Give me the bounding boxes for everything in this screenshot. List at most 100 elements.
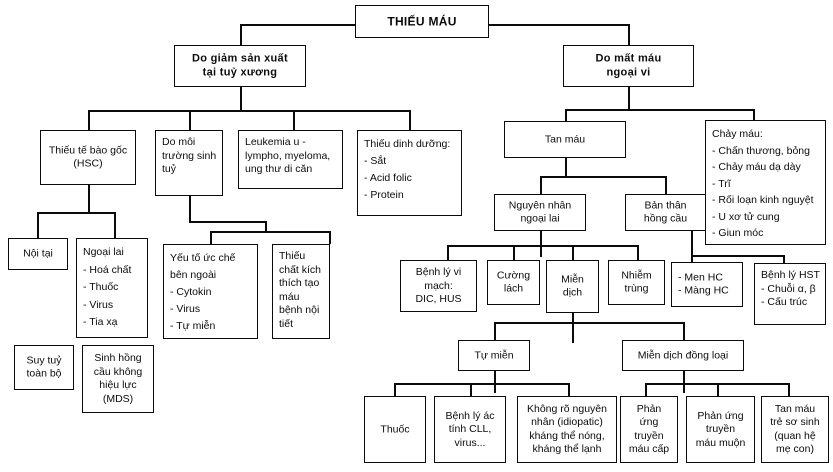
node-environment[interactable]: Do môi trường sinh tuỷ [155, 130, 223, 196]
node-malignancy-label: Bệnh lý ác tính CLL, virus... [445, 409, 495, 449]
node-bleeding[interactable]: Chảy máu: - Chấn thương, bỏng - Chảy máu… [705, 120, 826, 245]
node-microangiopathy[interactable]: Bệnh lý vi mạch: DIC, HUS [400, 260, 477, 312]
connector-rbc-bus [691, 255, 784, 257]
node-autoimmune[interactable]: Tự miễn [458, 340, 530, 371]
node-malnutrition[interactable]: Thiếu dinh dưỡng: - Sắt - Acid folic - P… [357, 130, 462, 216]
connector-extcause-to-micro [447, 245, 449, 261]
node-aplastic[interactable]: Suy tuỷ toàn bộ [14, 345, 74, 390]
connector-marrow-bus [88, 110, 410, 112]
node-leukemia[interactable]: Leukemia u - lympho, myeloma, ung thư di… [238, 130, 343, 189]
node-extrinsic-label: Ngoại lai - Hoá chất - Thuốc - Virus - T… [83, 246, 132, 328]
node-delayed-transfusion[interactable]: Phản ứng truyền máu muộn [686, 396, 755, 463]
connector-extcause-to-immune [572, 245, 574, 261]
node-hsc[interactable]: Thiếu tế bào gốc (HSC) [40, 130, 136, 185]
node-acute-transfusion[interactable]: Phản ứng truyền máu cấp [620, 396, 678, 463]
node-malnutrition-label: Thiếu dinh dưỡng: - Sắt - Acid folic - P… [364, 138, 451, 201]
node-extrinsic-cause[interactable]: Nguyên nhân ngoại lai [494, 194, 586, 231]
connector-rbc-drop [691, 230, 693, 256]
connector-marrow-to-hsc [88, 110, 90, 130]
node-immune[interactable]: Miễn dịch [546, 260, 599, 313]
connector-marrow-to-leukemia [293, 110, 295, 130]
connector-root-left [240, 24, 355, 26]
connector-hemolysis-bus [540, 176, 666, 178]
connector-hsc-to-intrinsic [37, 212, 39, 238]
connector-auto-bus [394, 383, 569, 385]
connector-root-right-drop [628, 24, 630, 45]
connector-immune-to-auto [494, 322, 496, 340]
connector-immune-bus [494, 322, 684, 324]
node-aplastic-label: Suy tuỷ toàn bộ [26, 354, 62, 380]
node-branch-marrow[interactable]: Do giảm sản xuất tại tuỷ xương [174, 45, 306, 87]
node-hypersplenism[interactable]: Cường lách [487, 260, 540, 305]
connector-auto-drop [494, 371, 496, 393]
node-extrinsic[interactable]: Ngoại lai - Hoá chất - Thuốc - Virus - T… [76, 238, 148, 338]
node-autoimmune-label: Tự miễn [474, 348, 514, 361]
node-hst-disease-label: Bệnh lý HST - Chuỗi α, β - Cấu trúc [761, 269, 820, 308]
connector-peripheral-to-hemolysis [565, 109, 567, 122]
node-bleeding-label: Chảy máu: - Chấn thương, bỏng - Chảy máu… [712, 128, 814, 239]
connector-hemolysis-to-rbc [665, 176, 667, 195]
node-branch-peripheral-label: Do mất máu ngoại vi [595, 52, 662, 79]
connector-root-left-drop [240, 24, 242, 45]
node-hsc-label: Thiếu tế bào gốc (HSC) [48, 144, 128, 170]
connector-environment-bus2 [210, 231, 330, 233]
connector-hemolysis-to-extcause [540, 176, 542, 195]
node-extrinsic-cause-label: Nguyên nhân ngoại lai [508, 199, 572, 225]
node-enzyme-membrane[interactable]: - Men HC - Màng HC [671, 262, 743, 307]
node-newborn-hemolysis[interactable]: Tan máu trẻ sơ sinh (quan hệ mẹ con) [761, 396, 829, 463]
connector-environment-bus1 [189, 221, 266, 223]
connector-marrow-to-environment [189, 110, 191, 130]
node-microangiopathy-label: Bệnh lý vi mạch: DIC, HUS [415, 265, 462, 305]
node-idiopathic[interactable]: Không rõ nguyên nhân (idiopatic) kháng t… [517, 396, 617, 463]
connector-hemolysis-drop [565, 158, 567, 178]
node-root[interactable]: THIẾU MÁU [355, 5, 489, 38]
connector-extcause-bus [447, 245, 638, 247]
node-leukemia-label: Leukemia u - lympho, myeloma, ung thư di… [245, 136, 331, 175]
node-branch-peripheral[interactable]: Do mất máu ngoại vi [563, 45, 694, 87]
node-hemolysis-label: Tan máu [544, 132, 586, 145]
node-inhibitors-label: Yếu tố ức chế bên ngoài - Cytokin - Viru… [170, 252, 245, 338]
connector-immune-drop [572, 313, 574, 343]
node-newborn-hemolysis-label: Tan máu trẻ sơ sinh (quan hệ mẹ con) [770, 402, 820, 456]
node-delayed-transfusion-label: Phản ứng truyền máu muộn [695, 409, 746, 449]
node-rbc-intrinsic[interactable]: Bản thân hồng cầu [625, 194, 706, 231]
node-mds[interactable]: Sinh hồng cầu không hiệu lực (MDS) [82, 345, 154, 413]
connector-environment-drop [189, 196, 191, 222]
node-hst-disease[interactable]: Bệnh lý HST - Chuỗi α, β - Cấu trúc [754, 263, 826, 325]
connector-hsc-drop [88, 185, 90, 213]
node-drug[interactable]: Thuốc [364, 396, 426, 463]
node-drug-label: Thuốc [380, 422, 410, 435]
connector-peripheral-drop [628, 87, 630, 110]
node-alloimmune-label: Miễn dịch đồng loại [637, 348, 729, 361]
connector-extcause-to-spleen [513, 245, 515, 261]
node-lack-stimulus-label: Thiếu chất kích thích tạo máu bệnh nội t… [279, 250, 322, 330]
connector-peripheral-to-bleeding [753, 109, 755, 121]
node-enzyme-membrane-label: - Men HC - Màng HC [678, 271, 729, 297]
node-root-label: THIẾU MÁU [387, 13, 457, 28]
node-inhibitors[interactable]: Yếu tố ức chế bên ngoài - Cytokin - Viru… [163, 244, 258, 339]
connector-environment-step [265, 221, 267, 232]
node-immune-label: Miễn dịch [561, 273, 584, 299]
connector-immune-to-allo [683, 322, 685, 340]
node-infection[interactable]: Nhiễm trùng [608, 260, 665, 305]
connector-extcause-drop [540, 230, 542, 257]
node-hemolysis[interactable]: Tan máu [504, 121, 626, 158]
connector-marrow-to-malnutrition [409, 110, 411, 130]
connector-environment-to-inhibitors [210, 231, 212, 244]
connector-auto-to-idiopathic [568, 383, 570, 396]
node-lack-stimulus[interactable]: Thiếu chất kích thích tạo máu bệnh nội t… [272, 244, 330, 339]
connector-extcause-to-infection [637, 245, 639, 261]
connector-auto-to-malignancy [470, 383, 472, 396]
node-malignancy[interactable]: Bệnh lý ác tính CLL, virus... [434, 396, 506, 463]
connector-root-right [489, 24, 629, 26]
node-intrinsic[interactable]: Nội tại [8, 238, 68, 270]
node-idiopathic-label: Không rõ nguyên nhân (idiopatic) kháng t… [527, 402, 607, 456]
node-intrinsic-label: Nội tại [23, 247, 53, 260]
connector-hsc-to-extrinsic [114, 212, 116, 238]
connector-rbc-to-enzyme [691, 255, 693, 262]
node-infection-label: Nhiễm trùng [621, 269, 652, 295]
connector-rbc-to-hst [783, 255, 785, 263]
node-alloimmune[interactable]: Miễn dịch đồng loại [622, 340, 744, 371]
connector-allo-drop [683, 371, 685, 393]
